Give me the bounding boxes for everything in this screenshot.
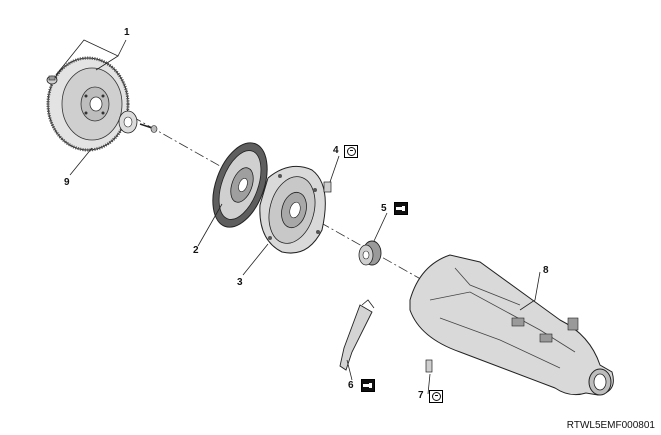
- reinforcing-plate: [118, 110, 138, 134]
- release-fork: [339, 299, 375, 371]
- callout-9: 9: [64, 177, 70, 188]
- bolt-small-top: [46, 75, 58, 85]
- transmission: [409, 254, 614, 396]
- transmission-bolt: [425, 359, 433, 373]
- clutch-disc: [212, 142, 268, 228]
- grease-icon: [361, 379, 375, 392]
- figure-code: RTWL5EMF000801: [566, 420, 655, 431]
- callout-1: 1: [124, 27, 130, 38]
- torque-icon: [344, 145, 358, 158]
- callout-2: 2: [193, 245, 199, 256]
- flywheel: [46, 56, 130, 152]
- pressure-plate: [259, 165, 326, 254]
- grease-icon: [394, 202, 408, 215]
- callout-3: 3: [237, 277, 243, 288]
- release-bearing: [358, 240, 382, 266]
- torque-icon: [429, 390, 443, 403]
- callout-5: 5: [381, 203, 387, 214]
- flywheel-bolt: [139, 123, 158, 133]
- callout-7: 7: [418, 390, 424, 401]
- callout-4: 4: [333, 145, 339, 156]
- callout-6: 6: [348, 380, 354, 391]
- callout-8: 8: [543, 265, 549, 276]
- pressure-plate-bolt: [323, 181, 332, 193]
- leader-lines: [55, 39, 541, 395]
